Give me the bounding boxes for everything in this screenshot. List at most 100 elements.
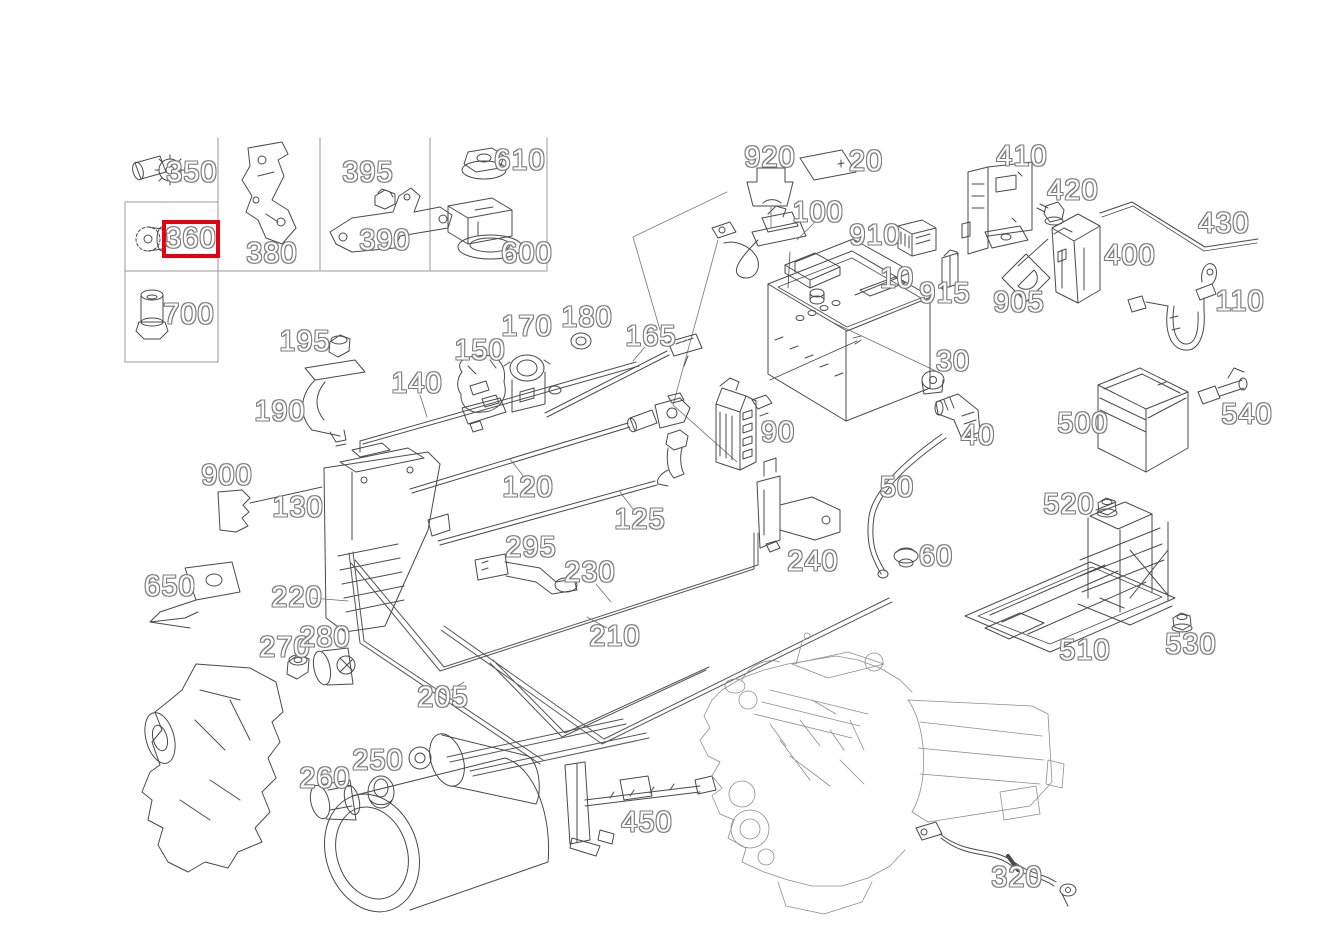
- part-label-205[interactable]: 205: [417, 681, 469, 714]
- part-label-240[interactable]: 240: [787, 545, 839, 578]
- part-label-610[interactable]: 610: [494, 144, 546, 177]
- harness-220-205-drawing: [348, 551, 650, 777]
- wire-430-drawing: [1099, 201, 1259, 252]
- bracket-295-drawing: [474, 553, 578, 595]
- prefuse-100-drawing: [711, 205, 807, 279]
- part-label-915[interactable]: 915: [919, 277, 971, 310]
- part-label-920[interactable]: 920: [744, 141, 796, 174]
- vent-hose-50-drawing: [867, 433, 947, 579]
- part-label-280[interactable]: 280: [299, 621, 351, 654]
- cable-165-drawing: [544, 333, 703, 418]
- part-label-905[interactable]: 905: [993, 286, 1045, 319]
- part-label-450[interactable]: 450: [621, 806, 673, 839]
- nut-530-drawing: [1171, 612, 1193, 633]
- plate-20-drawing: [799, 149, 857, 181]
- battery-400-drawing: [1051, 213, 1101, 304]
- part-label-20[interactable]: 20: [848, 145, 884, 178]
- relay-910-drawing: [897, 219, 937, 257]
- part-label-210[interactable]: 210: [589, 620, 641, 653]
- part-label-40[interactable]: 40: [960, 419, 996, 452]
- part-label-260[interactable]: 260: [299, 762, 351, 795]
- part-label-510[interactable]: 510: [1059, 634, 1111, 667]
- part-260-drawing: [309, 779, 361, 821]
- part-label-520[interactable]: 520: [1043, 488, 1095, 521]
- part-label-230[interactable]: 230: [564, 556, 616, 589]
- part-label-150[interactable]: 150: [454, 334, 506, 367]
- part-label-540[interactable]: 540: [1221, 398, 1273, 431]
- part-label-380[interactable]: 380: [246, 237, 298, 270]
- part-label-320[interactable]: 320: [991, 861, 1043, 894]
- part-label-50[interactable]: 50: [879, 471, 915, 504]
- bracket-650-drawing: [149, 561, 241, 629]
- part-label-350[interactable]: 350: [166, 156, 218, 189]
- part-label-110[interactable]: 110: [1215, 285, 1265, 318]
- vent-plug-30-drawing: [921, 370, 945, 395]
- bracket-240-drawing: [756, 457, 841, 553]
- clip-900-drawing: [217, 486, 323, 533]
- sleeve-700-drawing: [135, 289, 169, 340]
- vent-elbow-40-drawing: [934, 393, 981, 440]
- part-label-90[interactable]: 90: [760, 416, 796, 449]
- part-label-410[interactable]: 410: [996, 140, 1048, 173]
- leader-lines: [311, 205, 939, 691]
- pouch-905-drawing: [1001, 238, 1051, 303]
- part-label-360[interactable]: 360: [165, 222, 217, 255]
- part-label-270[interactable]: 270: [259, 631, 311, 664]
- part-label-220[interactable]: 220: [271, 581, 323, 614]
- part-label-130[interactable]: 130: [272, 491, 324, 524]
- part-label-420[interactable]: 420: [1047, 174, 1099, 207]
- part-label-400[interactable]: 400: [1104, 239, 1156, 272]
- washer-180-drawing: [548, 332, 592, 395]
- part-label-190[interactable]: 190: [254, 395, 306, 428]
- main-battery-drawing: [767, 238, 932, 422]
- nut-195-drawing: [328, 334, 351, 358]
- part-label-600[interactable]: 600: [501, 237, 553, 270]
- part-label-430[interactable]: 430: [1198, 207, 1250, 240]
- fusebox-90-drawing: [715, 377, 773, 471]
- part-label-500[interactable]: 500: [1057, 407, 1109, 440]
- relay-600-drawing: [447, 197, 523, 260]
- engine-drawing: [699, 632, 913, 915]
- part-label-30[interactable]: 30: [935, 345, 971, 378]
- regulator-170-drawing: [503, 354, 551, 413]
- battery-500-drawing: [1097, 367, 1189, 473]
- part-label-395[interactable]: 395: [342, 156, 394, 189]
- part-label-530[interactable]: 530: [1165, 628, 1217, 661]
- brushholder-150-drawing: [457, 354, 507, 433]
- battery-tray-510-drawing: [964, 501, 1176, 653]
- part-label-10[interactable]: 10: [879, 262, 915, 295]
- part-label-60[interactable]: 60: [918, 540, 954, 573]
- part-label-140[interactable]: 140: [391, 367, 443, 400]
- nut-270-drawing: [286, 654, 310, 680]
- part-label-390[interactable]: 390: [359, 224, 411, 257]
- terminal-540-drawing: [1197, 367, 1248, 405]
- part-label-295[interactable]: 295: [505, 531, 557, 564]
- transmission-drawing: [907, 699, 1065, 823]
- controlunit-410-drawing: [961, 161, 1033, 255]
- part-label-650[interactable]: 650: [144, 570, 196, 603]
- part-label-165[interactable]: 165: [625, 320, 677, 353]
- cable-125-drawing: [437, 429, 689, 546]
- part-label-250[interactable]: 250: [352, 744, 404, 777]
- bracket-390-drawing: [329, 187, 453, 253]
- part-label-120[interactable]: 120: [502, 471, 554, 504]
- starter-drawing: [323, 733, 550, 913]
- part-label-700[interactable]: 700: [163, 298, 215, 331]
- grommet-60-drawing: [893, 547, 919, 568]
- cable-140-drawing: [359, 361, 640, 453]
- alternator-drawing: [141, 663, 284, 873]
- part-label-910[interactable]: 910: [849, 219, 901, 252]
- cover-190-drawing: [302, 359, 366, 447]
- terminal-cover-920-drawing: [746, 167, 794, 207]
- part-label-900[interactable]: 900: [201, 459, 253, 492]
- part-label-125[interactable]: 125: [614, 503, 666, 536]
- relay-915-drawing: [941, 249, 959, 290]
- solenoid-280-drawing: [312, 647, 356, 686]
- bolt-350-drawing: [132, 154, 186, 186]
- part-label-180[interactable]: 180: [561, 301, 613, 334]
- part-label-100[interactable]: 100: [792, 196, 844, 229]
- bracket-450-drawing: [564, 761, 717, 857]
- part-label-195[interactable]: 195: [279, 325, 331, 358]
- part-label-170[interactable]: 170: [501, 310, 553, 343]
